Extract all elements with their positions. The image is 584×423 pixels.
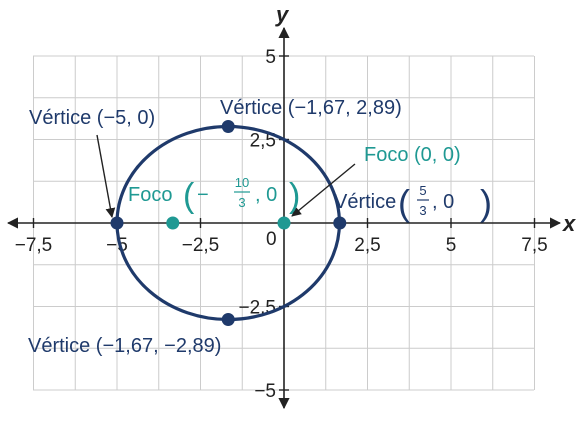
vertex-right-denominator: 3 (419, 203, 426, 218)
x-tick-label: 7,5 (521, 235, 547, 256)
vertex-right-paren-open: ( (398, 182, 410, 223)
vertex-bottom-annotation: Vértice (−1,67, −2,89) (28, 335, 221, 357)
focus-right-annotation: Foco (0, 0) (364, 144, 461, 166)
x-tick-label: −2,5 (182, 235, 220, 256)
focus-left-sign: − (197, 184, 209, 206)
vertex-right-paren-close: ) (480, 182, 492, 223)
vertex-left-pointer (96, 134, 116, 218)
vertex-right-numerator: 5 (419, 183, 426, 198)
focus-left-numerator: 10 (235, 175, 249, 190)
focus-left-annotation: Foco ( − 10 3 , 0 ) (128, 175, 300, 215)
focus-point (166, 216, 180, 230)
vertex-top-annotation: Vértice (−1,67, 2,89) (220, 97, 402, 119)
points (110, 119, 347, 327)
vertex-left-annotation: Vértice (−5, 0) (29, 107, 155, 129)
origin-label: 0 (266, 229, 277, 250)
y-axis-label: y (275, 2, 290, 27)
focus-right-pointer (291, 163, 356, 217)
x-tick-label: 2,5 (354, 235, 380, 256)
vertex-right-annotation: Vértice ( 5 3 , 0 ) (334, 182, 492, 223)
y-tick-label: 2,5 (250, 131, 276, 152)
focus-left-word: Foco (128, 184, 172, 206)
y-tick-label: 5 (265, 47, 276, 68)
x-tick-label: 5 (446, 235, 457, 256)
vertex-right-tail: , 0 (432, 191, 454, 213)
vertex-point (333, 216, 347, 230)
vertex-right-word: Vértice (334, 191, 396, 213)
focus-left-denominator: 3 (238, 195, 245, 210)
x-tick-label: −7,5 (15, 235, 53, 256)
x-axis-label: x (562, 211, 576, 236)
focus-left-paren-open: ( (183, 177, 195, 215)
vertex-point (221, 119, 235, 133)
focus-left-tail: , 0 (255, 184, 277, 206)
y-tick-label: −5 (254, 381, 276, 402)
focus-point (277, 216, 291, 230)
vertex-point (221, 313, 235, 327)
vertex-point (110, 216, 124, 230)
focus-left-paren-close: ) (289, 177, 300, 215)
